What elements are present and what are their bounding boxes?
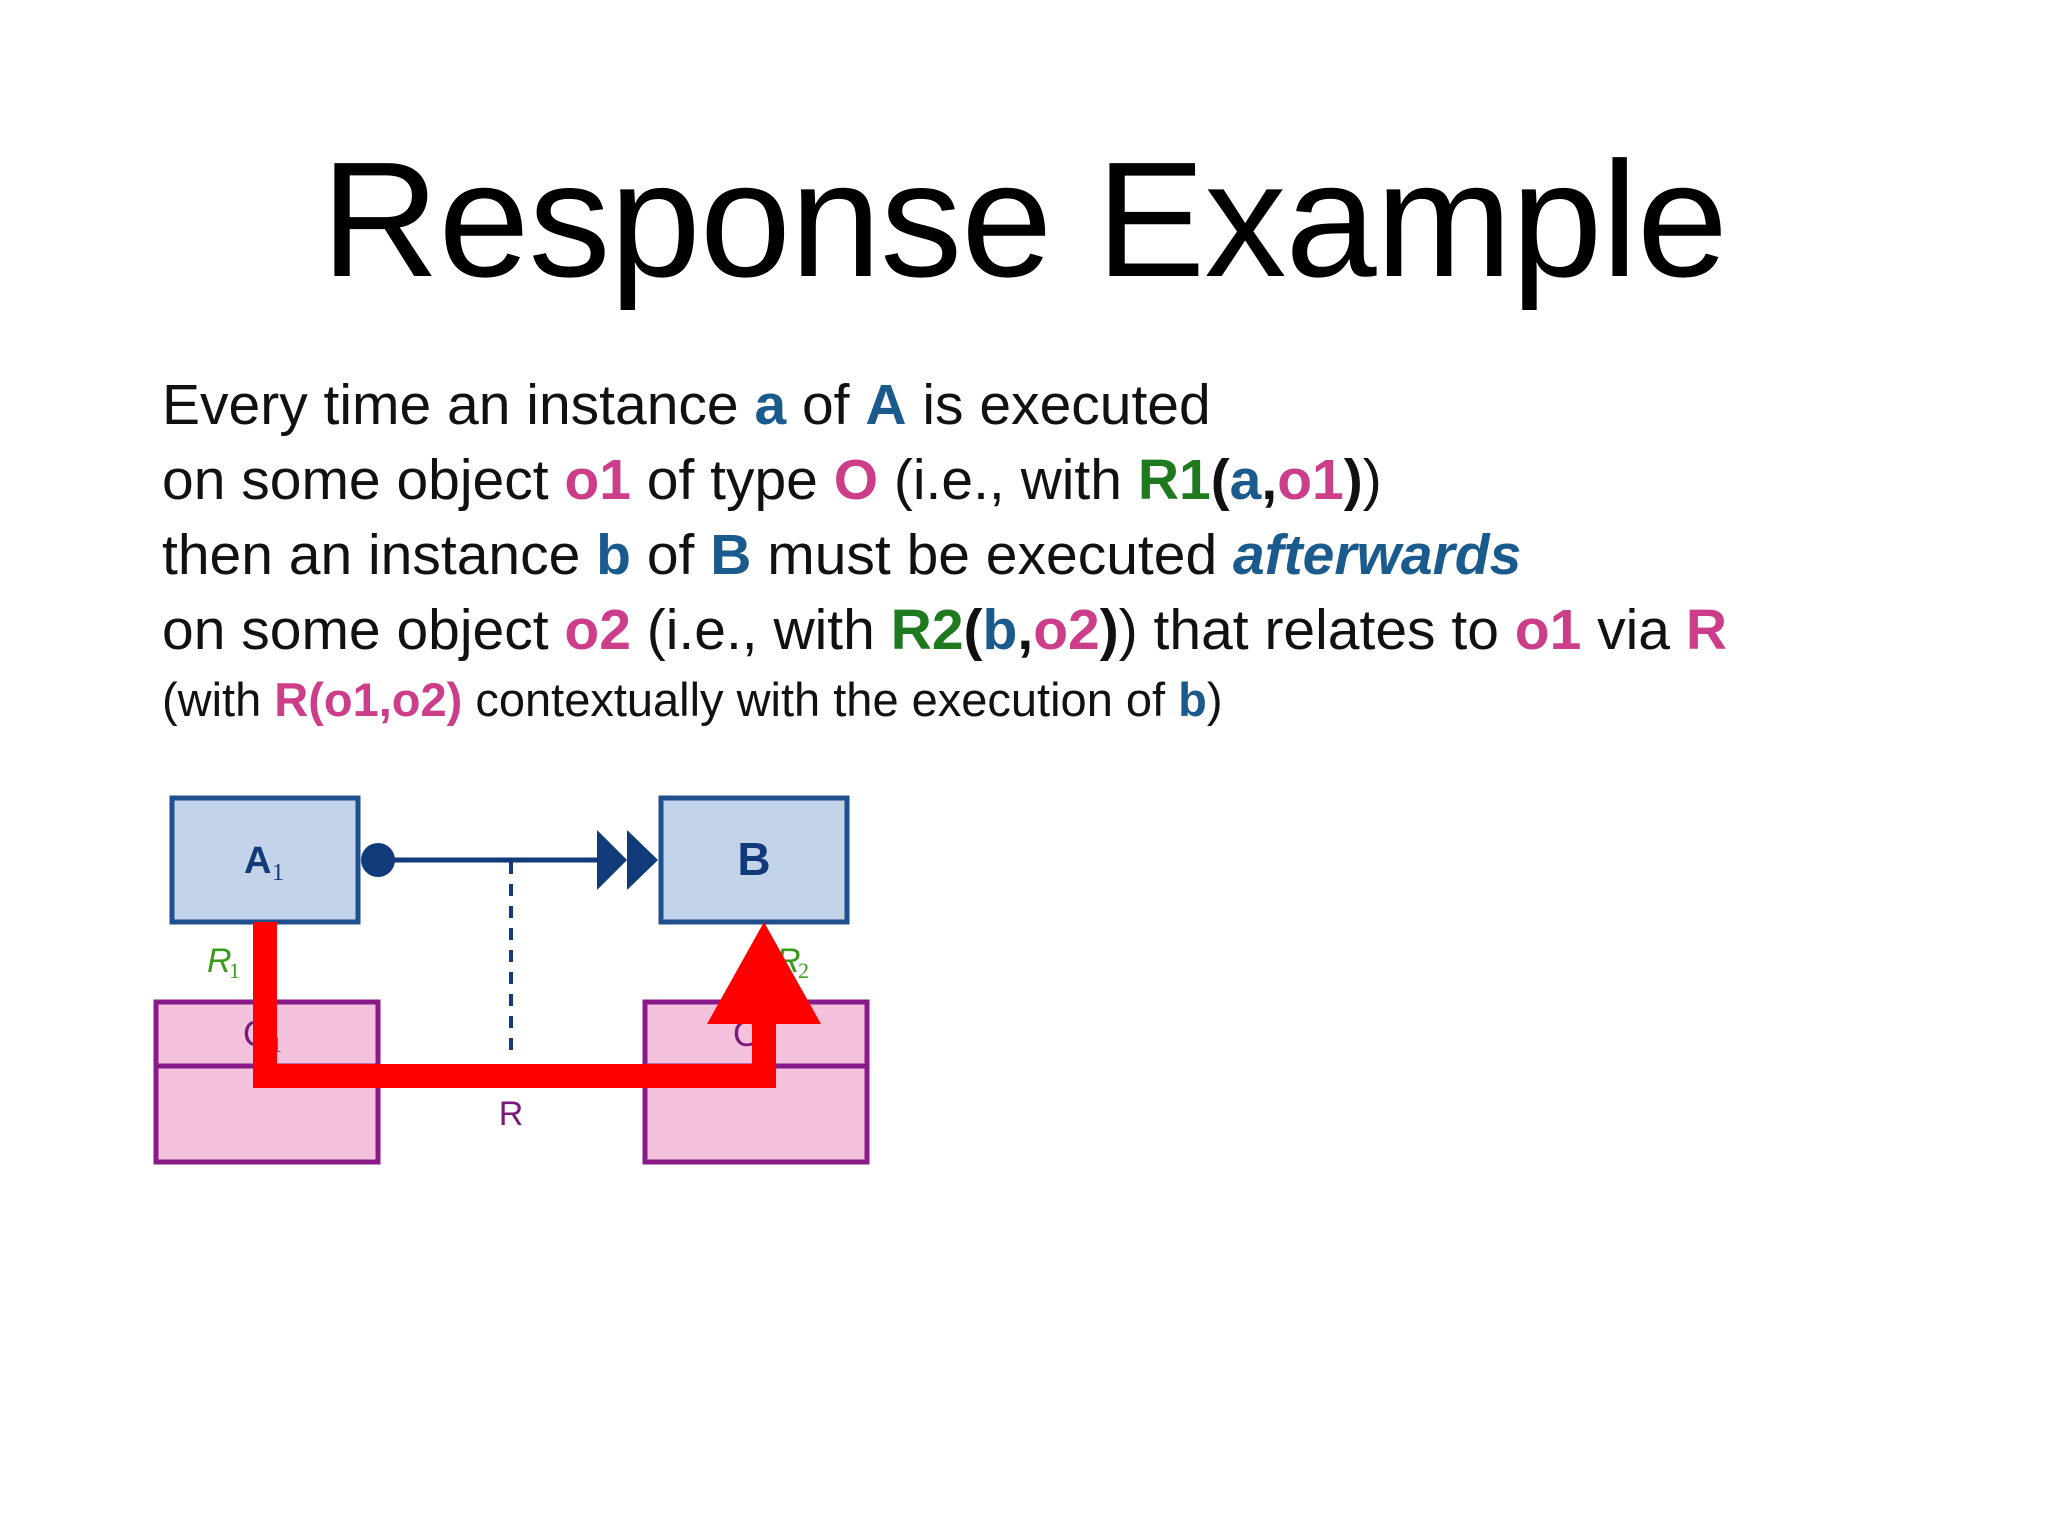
- text-line-3: then an instance b of B must be executed…: [162, 518, 1727, 593]
- activity-a1: A 1: [169, 795, 361, 925]
- relation-r1: R1: [1137, 448, 1211, 512]
- text-fragment: ) that relates to: [1118, 598, 1515, 662]
- text-fragment: is executed: [906, 373, 1211, 437]
- text-fragment: Every time an instance: [162, 373, 755, 437]
- paren-open: (: [1210, 448, 1230, 512]
- relation-r-o1-o2: R(o1,o2): [274, 673, 463, 726]
- instance-a: a: [754, 373, 787, 437]
- text-fragment: must be executed: [751, 523, 1233, 587]
- instance-b: b: [1178, 673, 1207, 726]
- text-line-2: on some object o1 of type O (i.e., with …: [162, 443, 1727, 518]
- text-fragment: of: [630, 523, 711, 587]
- text-fragment: on some object: [162, 598, 565, 662]
- relation-r2: R2: [890, 598, 964, 662]
- instance-b: b: [982, 598, 1018, 662]
- comma: ,: [1261, 448, 1278, 512]
- activity-a: A: [865, 373, 907, 437]
- relation-r-label: R: [499, 1095, 524, 1133]
- text-fragment: of: [786, 373, 866, 437]
- highlight-path-line: [253, 922, 776, 1088]
- activity-b: B: [710, 523, 752, 587]
- text-fragment: (i.e., with: [630, 598, 891, 662]
- text-line-1: Every time an instance a of A is execute…: [162, 368, 1727, 443]
- activity-b-box: [658, 795, 850, 925]
- relation-r1-subscript: 1: [229, 958, 240, 983]
- object-o1: o1: [1277, 448, 1344, 512]
- response-constraint: [361, 830, 658, 890]
- text-fragment: contextually with the execution of: [462, 673, 1179, 726]
- text-fragment: on some object: [162, 448, 565, 512]
- relation-r2-subscript: 2: [798, 958, 809, 983]
- highlight-path: [253, 922, 821, 1088]
- text-fragment: via: [1581, 598, 1686, 662]
- highlight-arrowhead: [707, 922, 821, 1024]
- comma: ,: [1017, 598, 1034, 662]
- double-arrowhead-2: [627, 830, 658, 890]
- afterwards-keyword: afterwards: [1232, 523, 1522, 587]
- text-fragment: of type: [630, 448, 834, 512]
- object-o2: o2: [564, 598, 631, 662]
- instance-b: b: [596, 523, 631, 587]
- instance-a: a: [1229, 448, 1262, 512]
- type-o: O: [833, 448, 879, 512]
- text-fragment: then an instance: [162, 523, 597, 587]
- text-line-4: on some object o2 (i.e., with R2(b,o2)) …: [162, 593, 1727, 668]
- object-o2: o2: [1033, 598, 1100, 662]
- activity-b-label: B: [737, 833, 770, 885]
- page-title: Response Example: [320, 128, 1728, 311]
- object-o1: o1: [564, 448, 631, 512]
- text-line-5: (with R(o1,o2) contextually with the exe…: [162, 670, 1727, 730]
- paren-close: ): [1099, 598, 1119, 662]
- text-fragment: ): [1206, 673, 1223, 726]
- relation-r: R: [1685, 598, 1727, 662]
- paren-close: ): [1343, 448, 1363, 512]
- explanation-text: Every time an instance a of A is execute…: [162, 368, 1727, 730]
- activity-a1-box: [169, 795, 361, 925]
- double-arrowhead-1: [597, 830, 627, 890]
- activity-a1-subscript: 1: [272, 860, 284, 886]
- object-o1: o1: [1514, 598, 1582, 662]
- text-fragment: (with: [162, 673, 275, 726]
- relation-r1-label: R: [207, 942, 232, 980]
- text-fragment: (i.e., with: [878, 448, 1138, 512]
- text-fragment: ): [1362, 448, 1382, 512]
- paren-open: (: [963, 598, 983, 662]
- activity-a1-label: A: [244, 840, 271, 882]
- activity-b: B: [658, 795, 850, 925]
